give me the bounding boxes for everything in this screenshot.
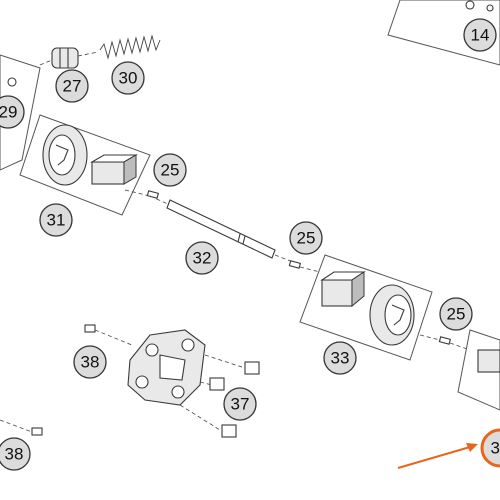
callout-29[interactable]: 29 <box>0 95 25 129</box>
callout-38-upper[interactable]: 38 <box>73 345 107 379</box>
screw-38-upper <box>84 324 133 346</box>
svg-text:29: 29 <box>0 103 17 122</box>
arrow-to-34 <box>397 443 478 469</box>
part-32-shaft <box>149 195 299 265</box>
svg-text:14: 14 <box>471 26 490 45</box>
svg-text:25: 25 <box>447 305 466 324</box>
callout-25-middle[interactable]: 25 <box>289 221 323 255</box>
callout-34[interactable]: 34 <box>480 428 500 468</box>
callout-25-right[interactable]: 25 <box>439 297 473 331</box>
screw-38-lower <box>0 419 43 436</box>
callout-14[interactable]: 14 <box>463 18 497 52</box>
svg-text:27: 27 <box>63 77 82 96</box>
part-30-spring <box>77 34 161 60</box>
svg-text:32: 32 <box>193 249 212 268</box>
panel-31 <box>19 114 151 216</box>
callout-27[interactable]: 27 <box>55 69 89 103</box>
svg-text:38: 38 <box>5 445 24 464</box>
svg-text:38: 38 <box>81 353 100 372</box>
callout-30[interactable]: 30 <box>111 61 145 95</box>
svg-text:25: 25 <box>161 161 180 180</box>
svg-text:25: 25 <box>297 229 316 248</box>
bolts-37 <box>179 354 260 438</box>
callout-38-lower[interactable]: 38 <box>0 437 31 471</box>
svg-text:31: 31 <box>47 211 66 230</box>
panel-right-edge <box>457 329 500 411</box>
pin-25-middle <box>288 260 321 273</box>
svg-text:37: 37 <box>231 395 250 414</box>
part-27-plug <box>39 47 79 69</box>
svg-text:34: 34 <box>491 439 500 458</box>
callout-33[interactable]: 33 <box>323 341 357 375</box>
panel-33 <box>299 254 433 361</box>
pump-cover <box>127 329 206 406</box>
callout-31[interactable]: 31 <box>39 203 73 237</box>
callout-32[interactable]: 32 <box>185 241 219 275</box>
callout-37[interactable]: 37 <box>223 387 257 421</box>
svg-text:33: 33 <box>331 349 350 368</box>
pin-25-right <box>419 334 471 351</box>
callout-25-upper[interactable]: 25 <box>153 153 187 187</box>
svg-text:30: 30 <box>119 69 138 88</box>
